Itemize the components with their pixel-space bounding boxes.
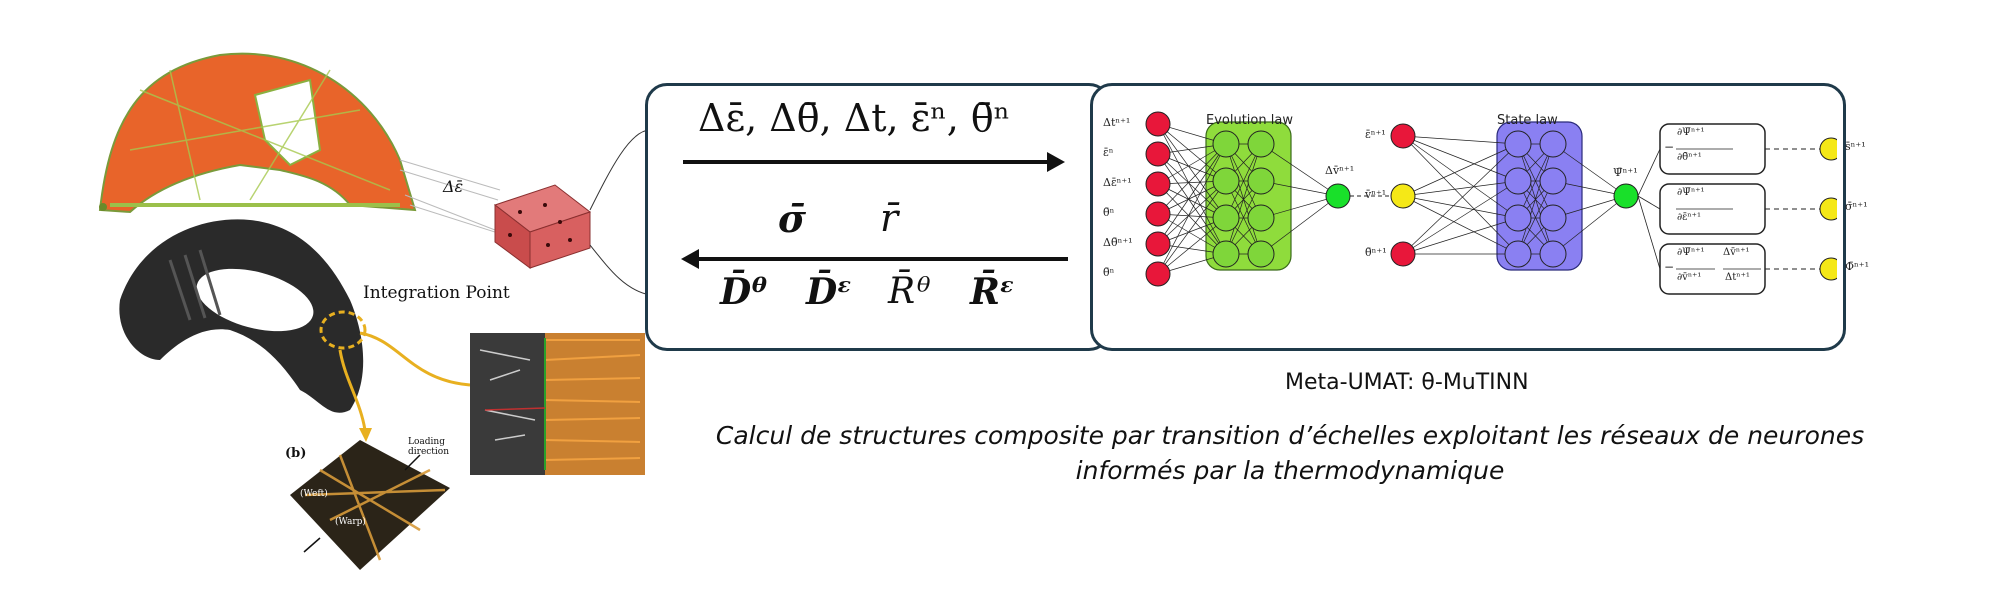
- state-input-label: ε̄ⁿ⁺¹: [1365, 128, 1386, 141]
- state-hidden-node: [1504, 130, 1532, 158]
- arch-structure-image: [98, 52, 417, 214]
- evolution-input-label: θ̄ⁿ: [1103, 206, 1115, 219]
- derivative-denominator: ∂ε̄ⁿ⁺¹: [1677, 212, 1701, 223]
- evolution-hidden-node: [1247, 130, 1275, 158]
- state-output-node: [1613, 183, 1639, 209]
- state-input-node: [1390, 241, 1416, 267]
- derivative-denominator: ∂v̄ⁿ⁺¹: [1677, 272, 1702, 283]
- weft-label: (Weft): [300, 489, 328, 499]
- evolution-input-node: [1145, 231, 1171, 257]
- derivative-numerator: ∂Ψ̄ⁿ⁺¹: [1677, 247, 1705, 258]
- state-input-node: [1390, 183, 1416, 209]
- composite-structures-illustration: [98, 52, 651, 570]
- integration-point-label: Integration Point: [363, 283, 510, 303]
- microstructure-image: [470, 333, 645, 475]
- state-law-title: State law: [1497, 113, 1558, 128]
- stress-output: σ̄: [778, 196, 807, 241]
- evolution-input-node: [1145, 171, 1171, 197]
- evolution-output-label: Δv̄ⁿ⁺¹: [1325, 164, 1355, 177]
- derivative-numerator-2: Δv̄ⁿ⁺¹: [1723, 247, 1750, 258]
- warp-label: (Warp): [335, 517, 366, 527]
- evolution-input-label: Δε̄ⁿ⁺¹: [1103, 176, 1132, 189]
- output-arrowhead: [681, 249, 699, 269]
- subfigure-label: (b): [285, 446, 307, 461]
- tangent-d-eps: D̄ᵋ: [806, 271, 853, 313]
- state-hidden-node: [1539, 240, 1567, 268]
- evolution-output-node: [1325, 183, 1351, 209]
- evolution-law-title: Evolution law: [1206, 113, 1293, 128]
- derivative-denominator: ∂θ̄ⁿ⁺¹: [1677, 152, 1702, 163]
- dissipation-output: r̄: [880, 196, 899, 240]
- evolution-hidden-node: [1212, 240, 1240, 268]
- caption-line-1: Calcul de structures composite par trans…: [715, 421, 1865, 450]
- evolution-input-node: [1145, 261, 1171, 287]
- state-output-label: Ψ̄ⁿ⁺¹: [1613, 166, 1638, 179]
- state-hidden-node: [1504, 167, 1532, 195]
- evolution-hidden-node: [1212, 130, 1240, 158]
- loading-direction-label: Loading direction: [408, 437, 450, 457]
- woven-fabric-image: [290, 440, 450, 570]
- tangent-r-eps: R̄ᵋ: [970, 271, 1015, 313]
- evolution-layer-block: [1205, 121, 1292, 271]
- input-arrowhead: [1047, 152, 1065, 172]
- evolution-input-label: ε̄ⁿ: [1103, 146, 1114, 159]
- state-input-label: θ̄ⁿ⁺¹: [1365, 246, 1387, 259]
- derivative-numerator: ∂Ψ̄ⁿ⁺¹: [1677, 127, 1705, 138]
- evolution-hidden-node: [1247, 240, 1275, 268]
- state-hidden-node: [1539, 130, 1567, 158]
- state-hidden-node: [1504, 240, 1532, 268]
- evolution-input-node: [1145, 141, 1171, 167]
- derivative-numerator: ∂Ψ̄ⁿ⁺¹: [1677, 187, 1705, 198]
- network-diagram: [1145, 111, 1837, 295]
- input-arrow: [683, 160, 1053, 164]
- state-layer-block: [1496, 121, 1583, 271]
- derivative-sign: −: [1664, 260, 1675, 274]
- evolution-hidden-node: [1212, 167, 1240, 195]
- evolution-input-node: [1145, 111, 1171, 137]
- evolution-hidden-node: [1247, 204, 1275, 232]
- output-arrow: [698, 257, 1068, 261]
- derivative-output-label: σ̄ⁿ⁺¹: [1845, 200, 1868, 213]
- state-hidden-node: [1539, 167, 1567, 195]
- evolution-input-label: Δθ̄ⁿ⁺¹: [1103, 236, 1133, 249]
- output-node: [1819, 197, 1837, 221]
- derivative-sign: −: [1664, 140, 1675, 154]
- output-node: [1819, 257, 1837, 281]
- evolution-input-label: θ̄ⁿ: [1103, 266, 1115, 279]
- state-input-label: v̄ⁿ⁺¹: [1365, 188, 1387, 201]
- derivative-output-label: s̄ⁿ⁺¹: [1845, 140, 1866, 153]
- evolution-input-node: [1145, 201, 1171, 227]
- derivative-denominator-2: Δtⁿ⁺¹: [1725, 272, 1750, 283]
- evolution-input-label: Δtⁿ⁺¹: [1103, 116, 1131, 129]
- state-hidden-node: [1539, 204, 1567, 232]
- derivative-output-label: Φ̄ⁿ⁺¹: [1845, 260, 1869, 273]
- input-variables: Δε̄, Δθ̄, Δt, ε̄ⁿ, θ̄ⁿ: [698, 96, 1011, 140]
- umat-interface-box: Δε̄, Δθ̄, Δt, ε̄ⁿ, θ̄ⁿ σ̄ r̄ D̄ᶿ D̄ᵋ R̄ᶿ…: [645, 83, 1111, 351]
- evolution-hidden-node: [1247, 167, 1275, 195]
- tangent-r-theta: R̄ᶿ: [888, 271, 933, 312]
- strain-increment-label: Δε̄: [443, 177, 464, 196]
- composite-part-image: [119, 219, 367, 413]
- state-input-node: [1390, 123, 1416, 149]
- method-title: Meta-UMAT: θ-MuTINN: [1285, 370, 1529, 395]
- tangent-d-theta: D̄ᶿ: [720, 271, 769, 313]
- evolution-hidden-node: [1212, 204, 1240, 232]
- output-node: [1819, 137, 1837, 161]
- state-hidden-node: [1504, 204, 1532, 232]
- caption-line-2: informés par la thermodynamique: [1075, 456, 1505, 485]
- integration-point-cube: [493, 184, 592, 269]
